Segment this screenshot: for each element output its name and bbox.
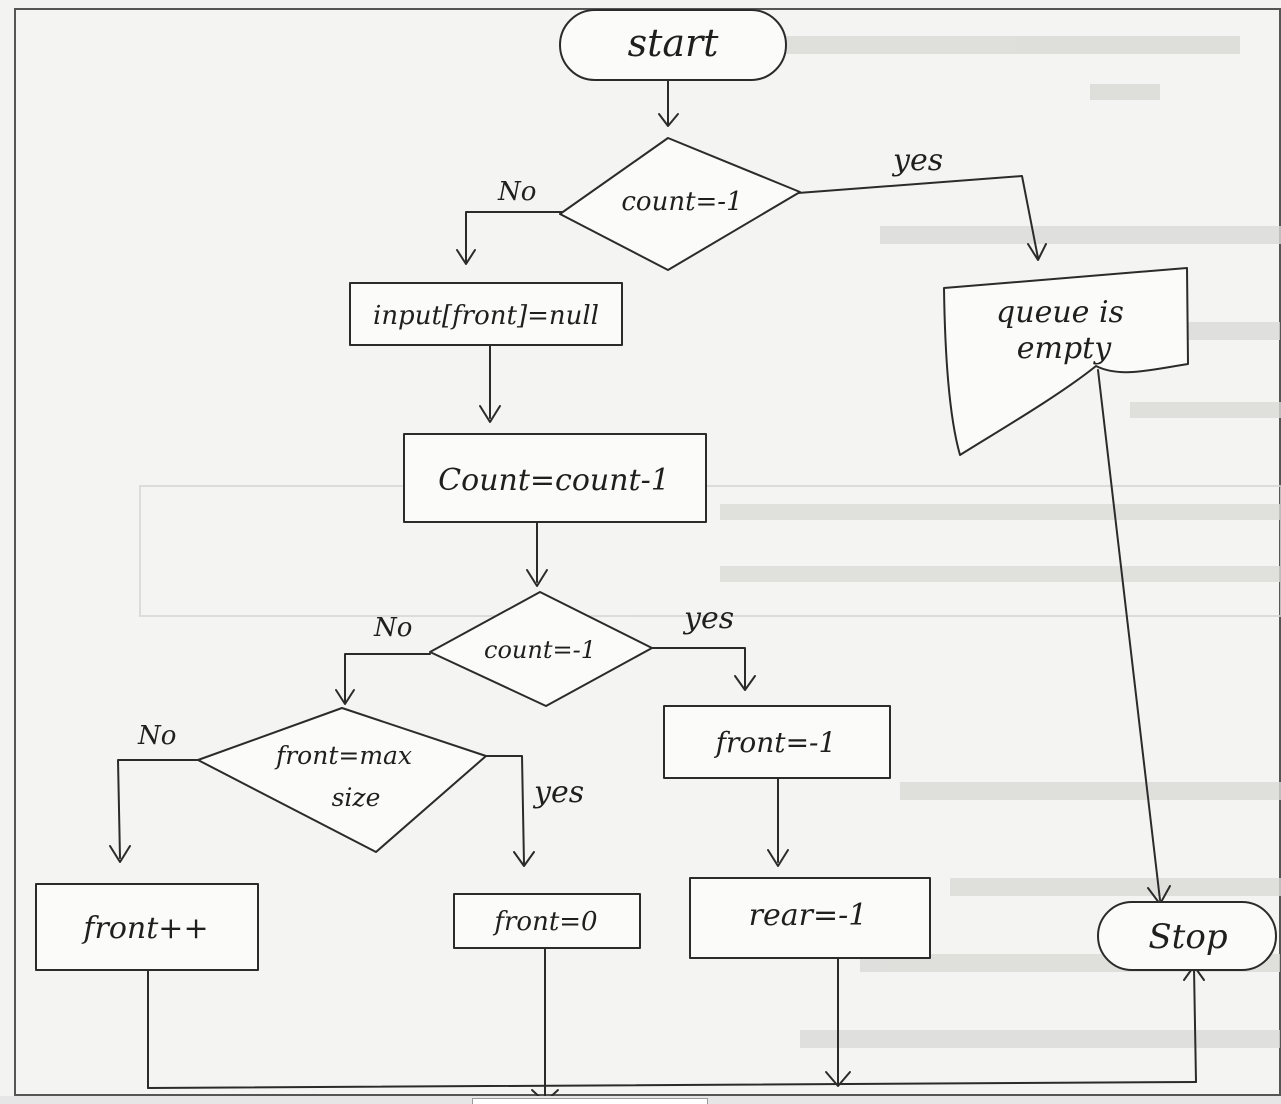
count-decrement-box — [403, 433, 707, 523]
viewer-scroll-tab[interactable] — [472, 1098, 708, 1104]
queue-empty-line1: queue is — [996, 295, 1124, 330]
mid-no-label: No — [373, 613, 412, 643]
stop-label: Stop — [1148, 917, 1227, 957]
count-decrement-label: Count=count-1 — [438, 463, 670, 498]
front-zero-box — [453, 893, 641, 949]
low-no-label: No — [137, 721, 176, 751]
start-terminator — [559, 9, 787, 81]
front-minus-one-box — [663, 705, 891, 779]
front-increment-label: front++ — [81, 911, 208, 946]
decision-top-label: count=-1 — [621, 187, 742, 217]
decision-front-maxsize — [197, 707, 487, 853]
decision-count-top — [559, 137, 801, 271]
top-no-label: No — [497, 177, 536, 207]
rear-minus-one-box — [689, 877, 931, 959]
decision-count-mid — [429, 591, 653, 707]
queue-empty-line2: empty — [1017, 331, 1112, 366]
queue-empty-shape — [943, 267, 1189, 456]
front-minus-one-label: front=-1 — [714, 726, 837, 759]
input-box-label: input[front]=null — [373, 301, 599, 331]
low-yes-label: yes — [532, 775, 584, 810]
connectors — [109, 79, 1205, 1103]
decision-low-line2: size — [332, 783, 381, 812]
start-label: start — [628, 21, 720, 65]
labels: start count=-1 No yes input[front]=null … — [81, 21, 1227, 957]
top-yes-label: yes — [891, 143, 943, 178]
mid-yes-label: yes — [682, 601, 734, 636]
decision-mid-label: count=-1 — [484, 636, 596, 664]
front-zero-label: front=0 — [492, 907, 597, 937]
decision-low-line1: front=max — [274, 741, 412, 770]
input-front-null-box — [349, 282, 623, 346]
stop-terminator — [1097, 901, 1277, 971]
front-increment-box — [35, 883, 259, 971]
rear-minus-one-label: rear=-1 — [749, 898, 868, 933]
shapes — [35, 9, 1277, 971]
